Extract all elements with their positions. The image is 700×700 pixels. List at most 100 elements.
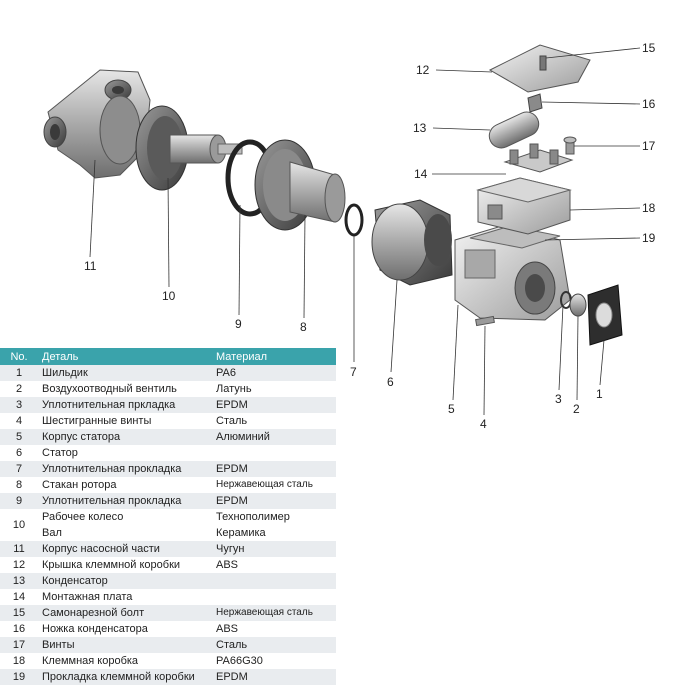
callout-12: 12 — [416, 63, 430, 77]
cell-part: Прокладка клеммной коробки — [38, 669, 212, 685]
table-row: 16 Ножка конденсатора ABS — [0, 621, 336, 637]
cell-no: 8 — [0, 477, 38, 493]
cell-part: Уплотнительная прокладка — [38, 493, 212, 509]
callout-18: 18 — [642, 201, 656, 215]
mounting-board-part — [503, 143, 574, 173]
table-row: 4 Шестигранные винты Сталь — [0, 413, 336, 429]
callout-13: 13 — [413, 121, 427, 135]
table-row: 2 Воздухоотводный вентиль Латунь — [0, 381, 336, 397]
cell-material: EPDM — [212, 493, 336, 509]
cell-part: Шильдик — [38, 365, 212, 381]
cell-part: Корпус насосной части — [38, 541, 212, 557]
table-row: 15 Самонарезной болт Нержавеющая сталь — [0, 605, 336, 621]
table-row: 8 Стакан ротора Нержавеющая сталь — [0, 477, 336, 493]
cell-material: EPDM — [212, 461, 336, 477]
cell-no: 12 — [0, 557, 38, 573]
cell-no: 6 — [0, 445, 38, 461]
stator-part — [371, 199, 453, 286]
table-row: 3 Уплотнительная пркладка EPDM — [0, 397, 336, 413]
cell-material: ABS — [212, 621, 336, 637]
nameplate-part — [587, 284, 623, 346]
pump-housing-part — [43, 69, 151, 179]
header-material: Материал — [212, 348, 336, 365]
header-part: Деталь — [38, 348, 212, 365]
cell-material-line1: Технополимер — [216, 511, 290, 523]
cell-material — [212, 445, 336, 461]
cell-no: 17 — [0, 637, 38, 653]
terminal-box-gasket-part — [469, 225, 561, 249]
cell-material: PA6 — [212, 365, 336, 381]
cell-material: Алюминий — [212, 429, 336, 445]
table-row: 18 Клеммная коробка PA66G30 — [0, 653, 336, 669]
cell-part: Корпус статора — [38, 429, 212, 445]
cell-no: 1 — [0, 365, 38, 381]
cell-part: Уплотнительная пркладка — [38, 397, 212, 413]
table-row: 11 Корпус насосной части Чугун — [0, 541, 336, 557]
cell-no: 7 — [0, 461, 38, 477]
gasket-7-part — [344, 203, 364, 237]
table-row: 19 Прокладка клеммной коробки EPDM — [0, 669, 336, 685]
table-row: 6 Статор — [0, 445, 336, 461]
leader-lines — [89, 47, 641, 416]
cell-no: 3 — [0, 397, 38, 413]
cell-no: 15 — [0, 605, 38, 621]
cell-material: Сталь — [212, 637, 336, 653]
table-row: 1 Шильдик PA6 — [0, 365, 336, 381]
capacitor-leg-part — [527, 93, 543, 113]
cell-material: EPDM — [212, 397, 336, 413]
hex-screws-part — [475, 315, 495, 327]
header-no: No. — [0, 348, 38, 365]
cell-part: Клеммная коробка — [38, 653, 212, 669]
parts-table: No. Деталь Материал 1 Шильдик PA6 2 Возд… — [0, 348, 336, 685]
cell-no: 16 — [0, 621, 38, 637]
callout-2: 2 — [573, 402, 580, 416]
table-row: 9 Уплотнительная прокладка EPDM — [0, 493, 336, 509]
exploded-view-diagram: 1 2 3 4 5 6 7 8 9 10 11 12 13 14 15 16 1… — [43, 41, 656, 431]
cell-part-line1: Рабочее колесо — [42, 511, 124, 523]
callout-9: 9 — [235, 317, 242, 331]
callout-3: 3 — [555, 392, 562, 406]
rotor-can-part — [254, 139, 346, 231]
cell-no: 4 — [0, 413, 38, 429]
callout-8: 8 — [300, 320, 307, 334]
cell-material: Чугун — [212, 541, 336, 557]
table-row: 5 Корпус статора Алюминий — [0, 429, 336, 445]
cell-no: 5 — [0, 429, 38, 445]
cell-material: EPDM — [212, 669, 336, 685]
callout-4: 4 — [480, 417, 487, 431]
cell-part: Крышка клеммной коробки — [38, 557, 212, 573]
cell-no: 13 — [0, 573, 38, 589]
callout-17: 17 — [642, 139, 656, 153]
cell-material: Нержавеющая сталь — [212, 605, 336, 621]
table-row: 7 Уплотнительная прокладка EPDM — [0, 461, 336, 477]
terminal-box-part — [476, 177, 572, 235]
callout-19: 19 — [642, 231, 656, 245]
callout-7: 7 — [350, 365, 357, 379]
capacitor-part — [488, 111, 540, 149]
cell-no: 14 — [0, 589, 38, 605]
cell-part: Конденсатор — [38, 573, 212, 589]
self-tapping-bolt-part — [539, 55, 547, 71]
screws-part — [563, 136, 577, 155]
impeller-part — [135, 105, 243, 191]
cell-material — [212, 589, 336, 605]
cell-material — [212, 573, 336, 589]
cell-material: ABS — [212, 557, 336, 573]
cell-no: 19 — [0, 669, 38, 685]
cell-part: Статор — [38, 445, 212, 461]
cell-part: Самонарезной болт — [38, 605, 212, 621]
stator-housing-part — [454, 224, 571, 321]
cell-part: Шестигранные винты — [38, 413, 212, 429]
callout-1: 1 — [596, 387, 603, 401]
cell-no: 2 — [0, 381, 38, 397]
cell-part: Уплотнительная прокладка — [38, 461, 212, 477]
table-header-row: No. Деталь Материал — [0, 348, 336, 365]
callout-labels: 1 2 3 4 5 6 7 8 9 10 11 12 13 14 15 16 1… — [84, 41, 656, 431]
callout-15: 15 — [642, 41, 656, 55]
cell-material: Нержавеющая сталь — [212, 477, 336, 493]
cell-part: Ножка конденсатора — [38, 621, 212, 637]
table-row: 17 Винты Сталь — [0, 637, 336, 653]
